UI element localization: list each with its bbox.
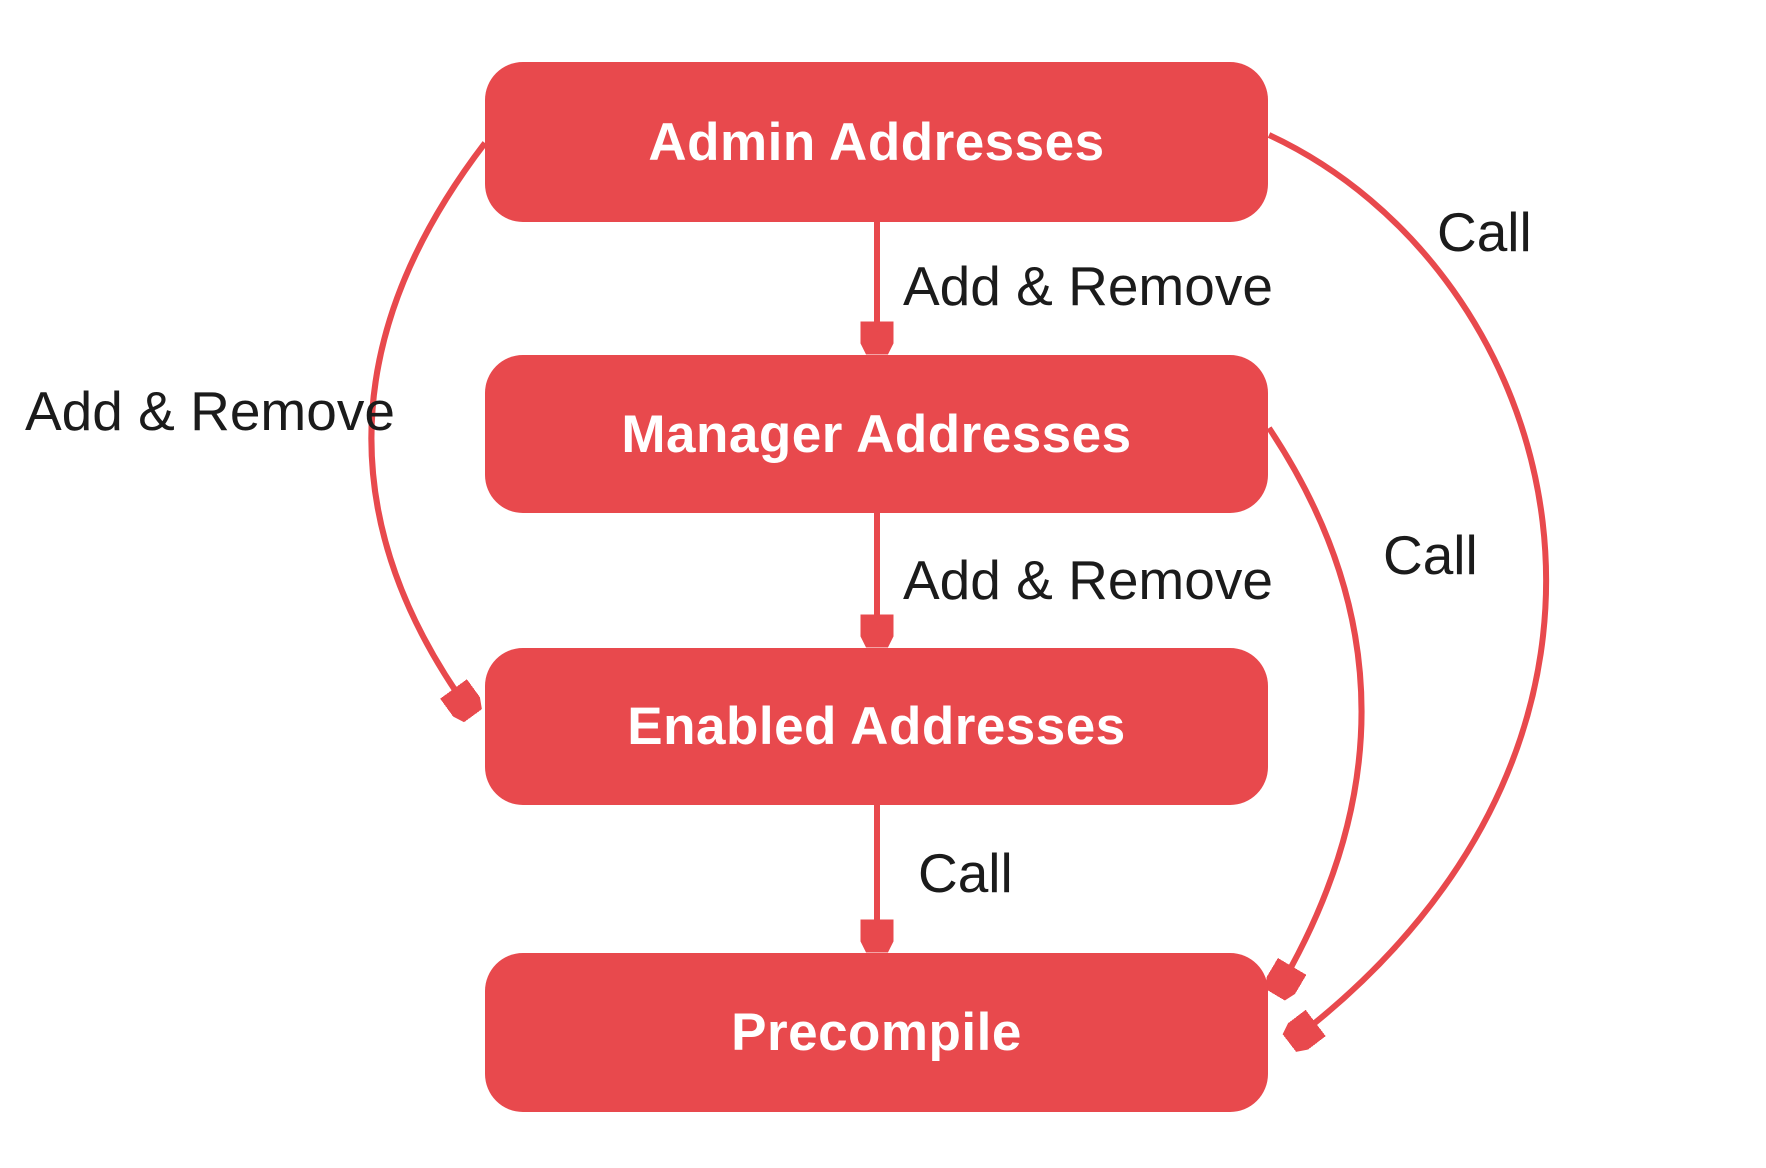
edge-label-manager-enabled: Add & Remove [903,549,1273,611]
node-admin-addresses-label: Admin Addresses [648,112,1105,172]
node-admin-addresses: Admin Addresses [485,62,1268,222]
arrow-admin-to-enabled-left-curve [368,141,488,713]
arrow-admin-to-precompile-right-curve [1267,132,1549,1041]
arrow-manager-to-precompile-right-curve [1269,426,1365,992]
node-enabled-addresses: Enabled Addresses [485,648,1268,805]
edge-label-enabled-precompile: Call [918,842,1013,904]
edge-label-admin-precompile: Call [1437,201,1532,263]
node-precompile-label: Precompile [731,1003,1022,1062]
edge-label-manager-precompile: Call [1383,524,1478,586]
edge-label-admin-enabled: Add & Remove [25,380,395,442]
node-enabled-addresses-label: Enabled Addresses [627,697,1126,756]
node-manager-addresses: Manager Addresses [485,355,1268,513]
node-precompile: Precompile [485,953,1268,1112]
edge-label-admin-manager: Add & Remove [903,255,1273,317]
node-manager-addresses-label: Manager Addresses [621,404,1132,464]
